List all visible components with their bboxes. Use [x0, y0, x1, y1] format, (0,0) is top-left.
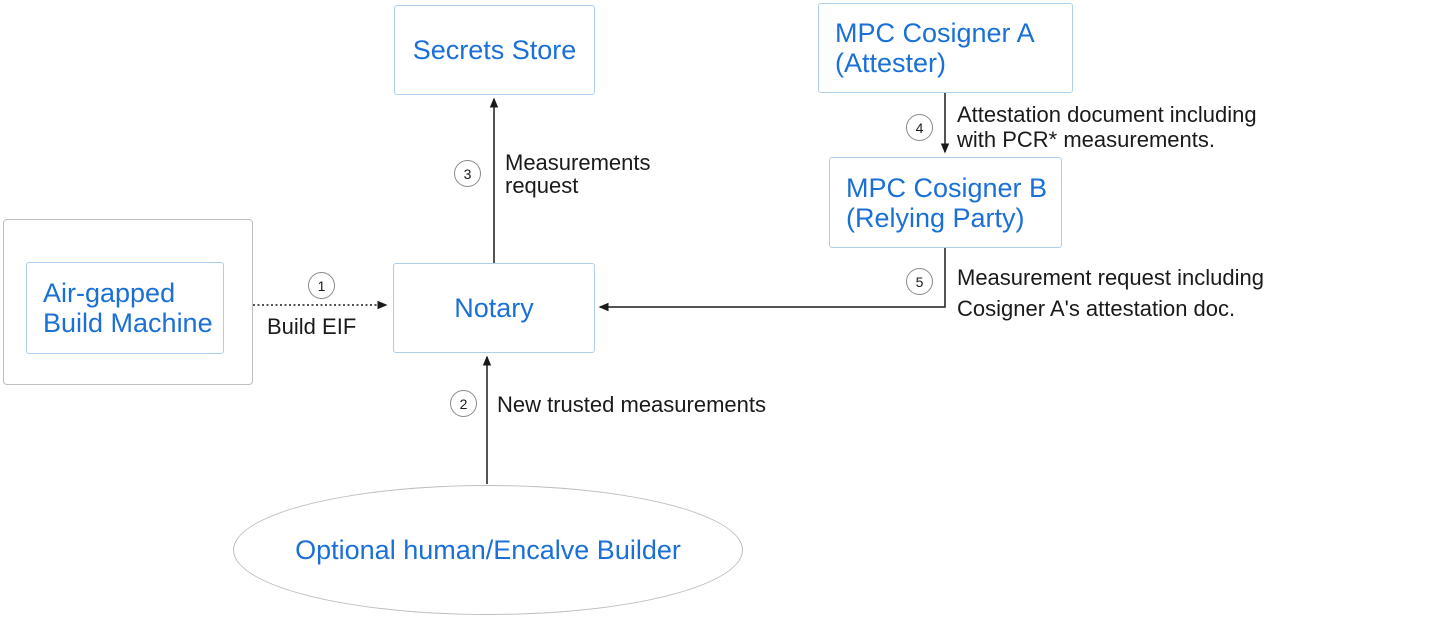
edge-label-line: with PCR* measurements.	[957, 127, 1215, 152]
edge-label-line: Cosigner A's attestation doc.	[957, 296, 1236, 321]
step-number: 2	[459, 395, 468, 412]
node-enclave-builder: Optional human/Encalve Builder	[233, 485, 743, 615]
step-circle-1: 1	[308, 272, 335, 299]
edge-label-attestation-document: Attestation document including with PCR*…	[957, 102, 1257, 152]
node-mpc-cosigner-a: MPC Cosigner A (Attester)	[818, 3, 1073, 93]
node-air-gapped-build-machine: Air-gapped Build Machine	[26, 262, 224, 354]
edge-label-measurements-request: Measurements request	[505, 151, 651, 197]
node-label-line: Build Machine	[43, 308, 213, 338]
node-label: Optional human/Encalve Builder	[295, 534, 681, 565]
edge-label-new-trusted-measurements: New trusted measurements	[497, 392, 766, 417]
step-number: 5	[915, 273, 924, 290]
node-label-line: MPC Cosigner A	[835, 18, 1035, 48]
node-label-line: MPC Cosigner B	[846, 172, 1048, 203]
node-secrets-store: Secrets Store	[394, 5, 595, 95]
step-circle-3: 3	[454, 160, 481, 187]
node-label-line: Air-gapped	[43, 278, 176, 308]
step-circle-4: 4	[906, 114, 933, 141]
edge-label-build-eif: Build EIF	[267, 314, 357, 339]
edge-label-measurement-request: Measurement request including Cosigner A…	[957, 262, 1264, 324]
edge-label-line: request	[505, 173, 579, 198]
step-circle-5: 5	[906, 268, 933, 295]
step-circle-2: 2	[450, 390, 477, 417]
node-label-line: (Relying Party)	[846, 202, 1025, 233]
node-label: Notary	[454, 293, 534, 323]
step-number: 3	[463, 165, 472, 182]
step-number: 4	[915, 119, 924, 136]
edge-label-line: Attestation document including	[957, 102, 1257, 127]
node-mpc-cosigner-b: MPC Cosigner B (Relying Party)	[829, 157, 1062, 248]
edge-measurement-request-arrow	[598, 248, 946, 312]
edge-label-line: Measurement request including	[957, 265, 1264, 290]
edge-label-line: Measurements	[505, 150, 651, 175]
step-number: 1	[317, 277, 326, 294]
node-label: Secrets Store	[412, 35, 577, 65]
node-label-line: (Attester)	[835, 48, 947, 78]
node-notary: Notary	[393, 263, 595, 353]
